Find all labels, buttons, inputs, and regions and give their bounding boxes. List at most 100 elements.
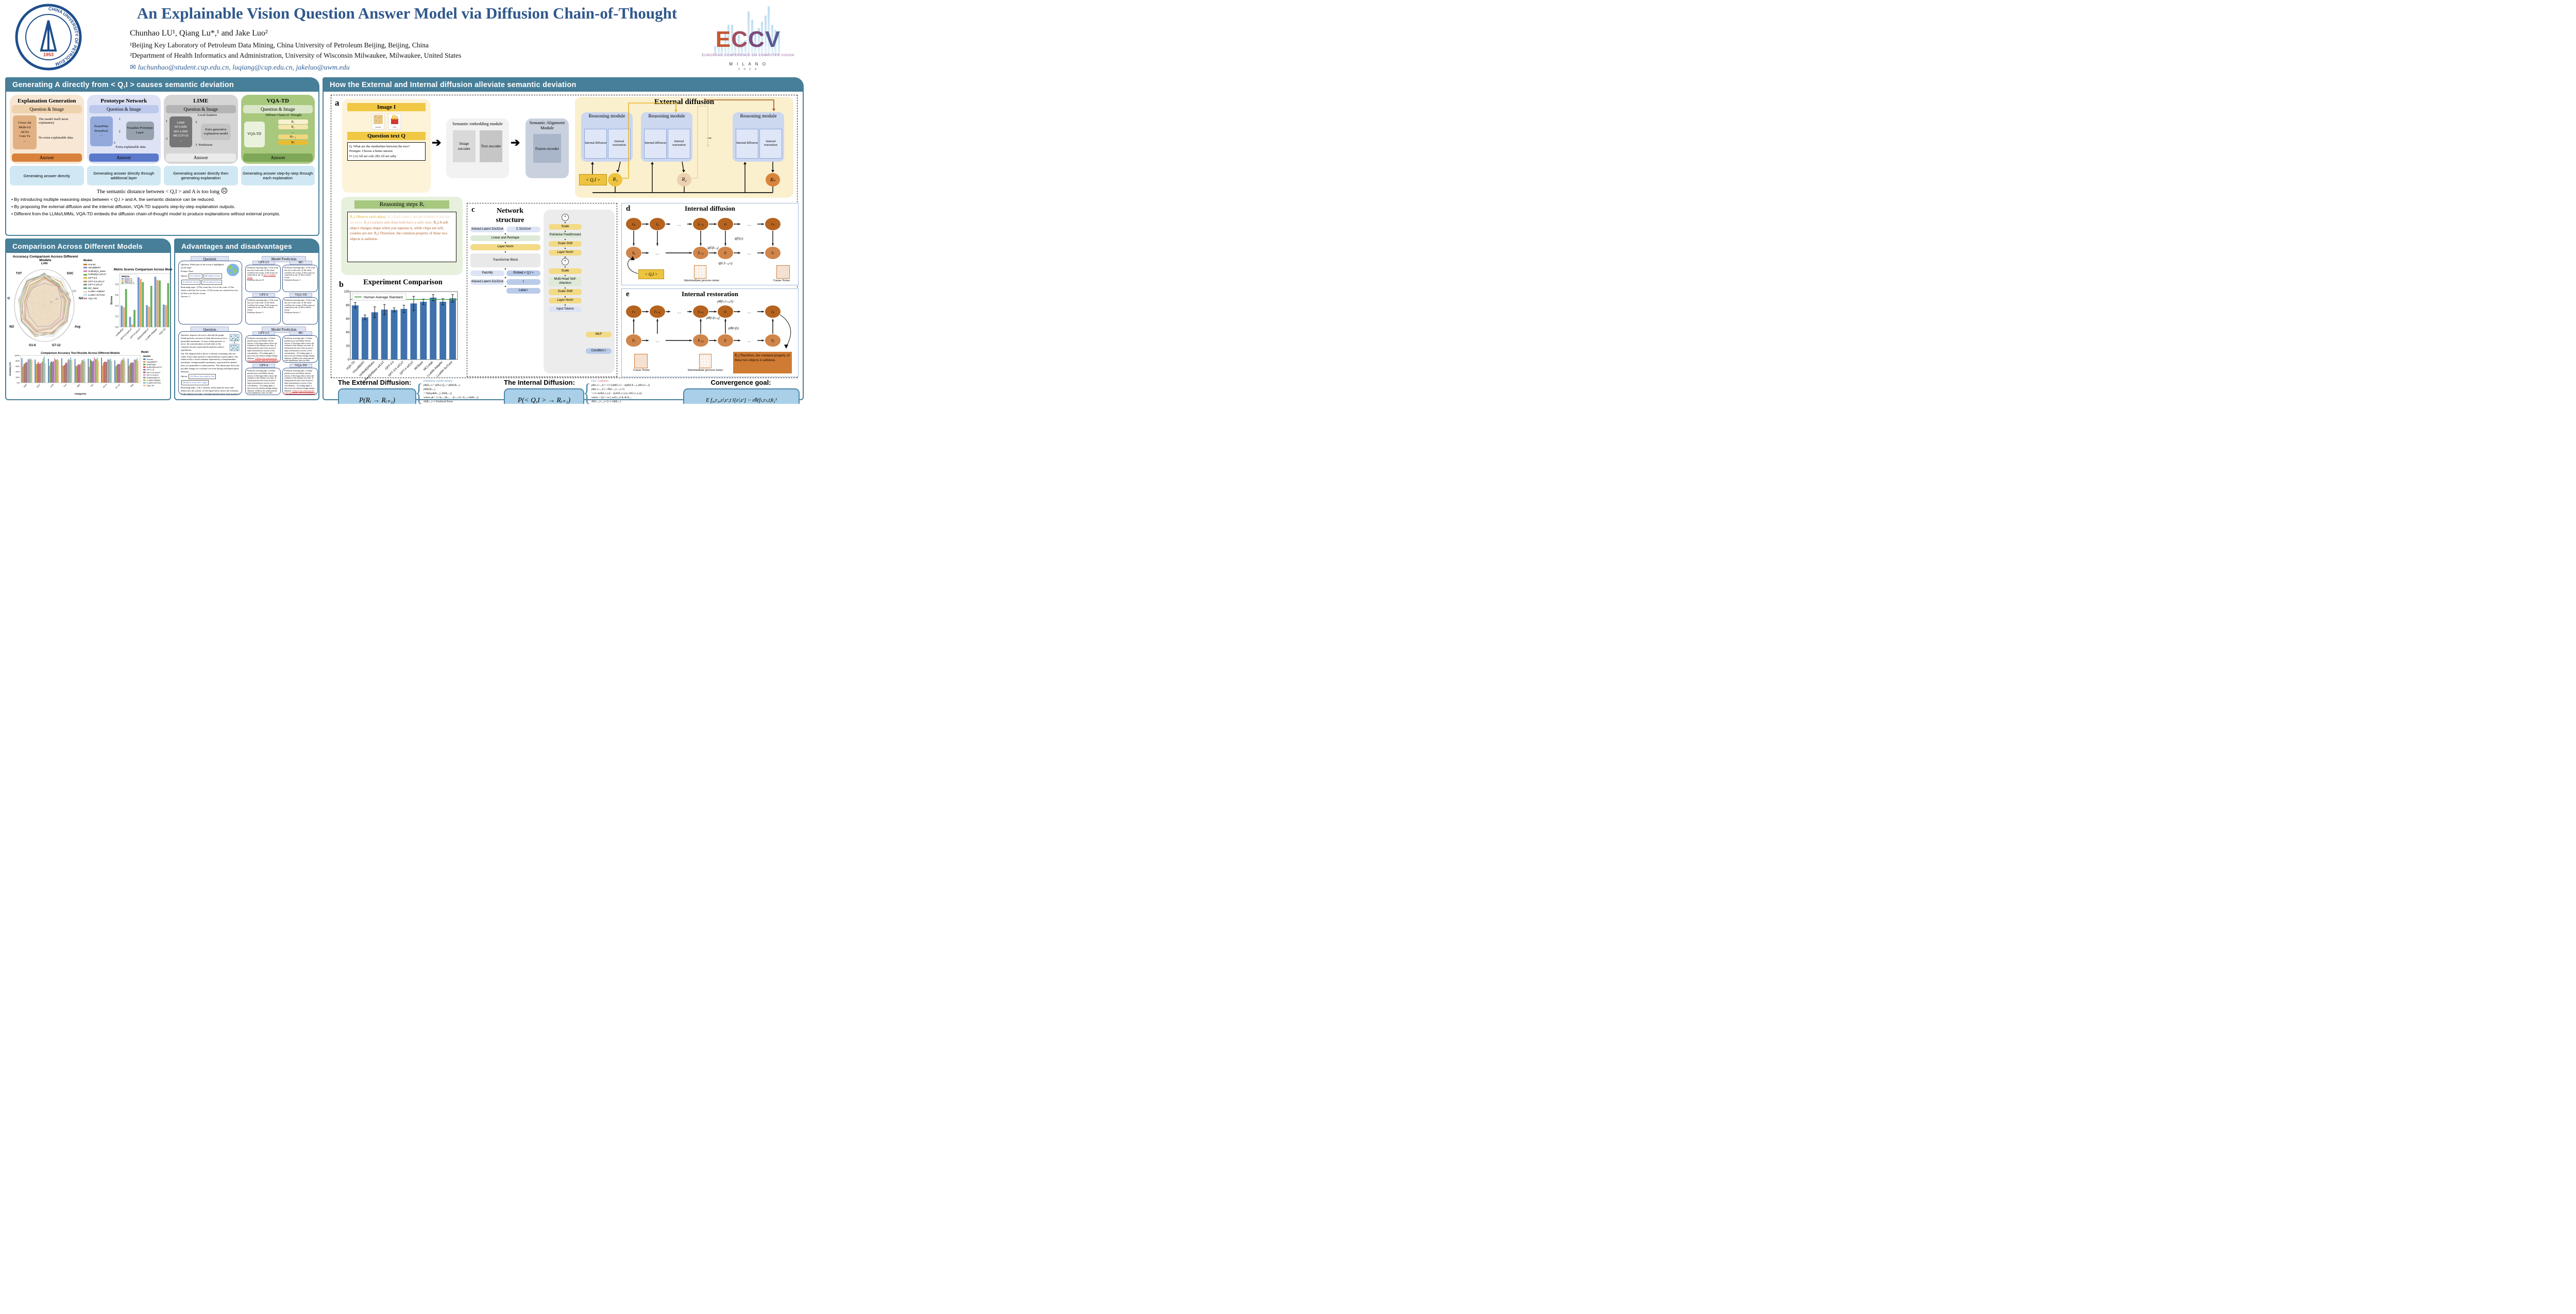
mail-icon: ✉ — [130, 63, 136, 71]
option[interactable]: (A) Atlantic — [189, 274, 202, 279]
detail-box: Multi-Head Self-Attention — [549, 277, 582, 286]
note-diffuser-cot: Diffuser Chain-of- Thought — [265, 113, 302, 117]
extra-model-box: Extra generative explanation model — [201, 124, 231, 140]
label-c: c — [471, 206, 475, 214]
detail-box: Scale Shift — [549, 241, 582, 247]
svg-text:40%: 40% — [15, 371, 20, 373]
option[interactable]: (D) Southern Ocean — [201, 280, 223, 285]
svg-text:Human: Human — [147, 358, 154, 361]
net-box: Patchify — [470, 270, 504, 276]
formula-label: The Internal Diffusion: — [504, 379, 575, 386]
legend-title: Models — [83, 259, 93, 262]
svg-text:40: 40 — [56, 298, 59, 301]
card-caption: Generating answer step-by-step through e… — [241, 166, 315, 185]
note-explanatory: The model itself more explanatory — [39, 117, 69, 125]
formula-box[interactable]: P(< Q,I > → Rᵢ₊₁) — [504, 388, 584, 404]
radar-title: Accuracy Comparison Across Different Mod… — [12, 255, 78, 262]
gauss-noise-box — [634, 354, 648, 368]
metric-bar-chart: Metric Scores Comparison Across Models0.… — [110, 268, 176, 354]
svg-text:rₙ₋₁: rₙ₋₁ — [654, 310, 660, 314]
reasoning-steps-box: R₁) Observe each object. R₂) Each object… — [347, 212, 456, 262]
step-3: 3 — [113, 141, 115, 145]
svg-text:100%: 100% — [14, 354, 20, 356]
svg-text:NO: NO — [9, 326, 14, 329]
option[interactable]: (C) Pacific Ocean — [181, 280, 200, 285]
model-name-tab: GPT-3.5 — [252, 261, 275, 265]
svg-text:Models: Models — [143, 355, 151, 357]
accuracy-chart-block: Comparison Accuracy Test Results Across … — [8, 351, 171, 398]
formula-lines: pθ(rₜ,rₜ₊₁,fₜ) = (1+s)pθ(fₜ,rₜ) − s[pθ(f… — [591, 384, 650, 404]
convergence-goal-box[interactable]: E f₀,r₀,εᶠ,εʳ,t ‖[εᶠ,εʳ] − ε̂θ(fₜ,rₜ,t)‖… — [683, 388, 800, 404]
option[interactable]: (B) Move from left to right — [181, 380, 209, 385]
legend-item[interactable]: UnifiedQA_Base — [83, 270, 109, 272]
question-text: Question: Improve the text to describe t… — [181, 334, 228, 351]
svg-text:rₜ: rₜ — [724, 222, 727, 227]
formula-box[interactable]: P(Rᵢ → Rᵢ₊₁) — [338, 388, 416, 404]
model-name-tab: MC — [290, 331, 312, 335]
svg-text:1953: 1953 — [43, 52, 54, 57]
svg-text:80: 80 — [346, 304, 349, 307]
svg-text:VQA-TD: VQA-TD — [158, 328, 166, 336]
text-encoder-box: Text encoder — [480, 130, 502, 162]
svg-text:NAT: NAT — [23, 383, 28, 388]
prediction-text: Prediction reasoning steps: 1) The ocean… — [284, 267, 315, 279]
condition-box: Condition r — [586, 348, 612, 354]
svg-text:BLEU-1: BLEU-1 — [125, 278, 132, 280]
legend-item[interactable]: Human — [83, 263, 109, 266]
eccv-word: ECCV — [715, 27, 781, 52]
option[interactable]: (B) Indian Ocean — [203, 274, 222, 279]
note-no-extra: No extra explainable data — [39, 136, 73, 140]
formula-annotation: Probability transfer density — [423, 380, 453, 383]
legend-item[interactable]: LLaMA-Adapter — [83, 290, 109, 293]
legend-item[interactable]: GPT-3.5 w/CoT — [83, 280, 109, 283]
svg-text:G1-6: G1-6 — [29, 344, 36, 347]
prediction-text: Prediction reasoning steps: 1) Solute pa… — [247, 337, 279, 362]
internal-restoration-sub: Internal restoration — [608, 129, 631, 159]
legend-item[interactable]: GPT-3.5 — [83, 277, 109, 279]
legend-item[interactable]: UnifiedQA w/CoT — [83, 273, 109, 276]
panel2-content: Accuracy Comparison Across Different Mod… — [4, 253, 176, 398]
r-node-R₂: R₂ — [677, 173, 691, 186]
legend-item[interactable]: GPT-4 w/CoT — [83, 283, 109, 286]
svg-text:LLaMA-Adapter: LLaMA-Adapter — [147, 379, 161, 382]
svg-text:0: 0 — [348, 359, 350, 362]
svg-text:80: 80 — [66, 293, 70, 296]
qi-token-box: < Q,I > — [638, 269, 664, 279]
note-prediction: 3 Prediction — [195, 143, 213, 147]
cracker-image: cracker — [371, 113, 385, 130]
svg-text:TXT: TXT — [16, 272, 22, 275]
option[interactable]: (A) Move from right to left — [189, 374, 216, 380]
net-box: Label r — [506, 288, 540, 294]
model-prediction-card: Prediction reasoning steps: 1) The ocean… — [282, 265, 318, 292]
question-image-box: Question & Image — [12, 105, 82, 113]
step-1: 1 — [118, 117, 121, 121]
svg-text:…: … — [655, 338, 659, 343]
svg-text:…: … — [747, 310, 751, 314]
internal-diffusion-sub: Internal diffusion — [584, 129, 607, 159]
svg-text:fₜ: fₜ — [724, 251, 727, 255]
svg-text:IMG: IMG — [76, 383, 81, 388]
legend-item[interactable]: MC_Base — [83, 287, 109, 289]
intermediate-noise-box — [694, 265, 706, 279]
legend-item[interactable]: VQA-TD — [83, 297, 109, 300]
question-card: Question: Which part of the ocean is hig… — [178, 261, 242, 325]
prediction-answer: Prediction Answer: C. — [284, 312, 301, 314]
legend-item[interactable]: LLaMA-SciTune — [83, 294, 109, 296]
emails[interactable]: luchunhao@student.cup.edu.cn, luqiang@cu… — [138, 64, 350, 72]
svg-text:f₀: f₀ — [771, 338, 774, 343]
svg-text:r₀: r₀ — [771, 310, 774, 314]
legend-item[interactable]: VisualBERT — [83, 266, 109, 269]
tip-text: Tip: The diagram below shows a solution … — [181, 352, 240, 373]
